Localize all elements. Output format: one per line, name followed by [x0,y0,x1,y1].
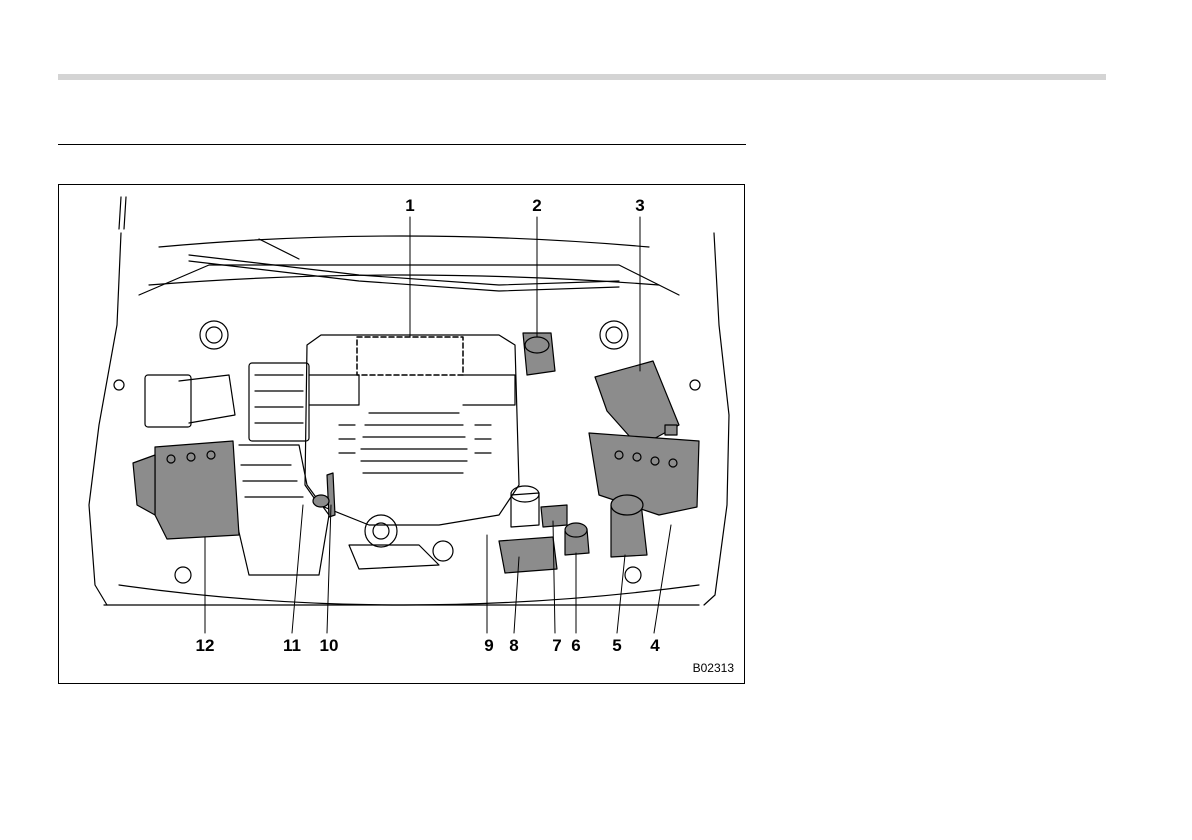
callout-2: 2 [532,197,541,215]
callout-11: 11 [283,637,301,655]
engine-illustration [59,185,745,684]
section-rule [58,144,746,145]
strut-tower-right [600,321,628,349]
callout-12: 12 [196,637,215,655]
callout-3: 3 [635,197,644,215]
left-components [145,363,309,441]
brake-fluid-reservoir [523,333,555,375]
brake-reservoir-lower [499,537,557,573]
callout-6: 6 [571,637,580,655]
power-steering-cap [541,505,567,527]
intake-duct [235,445,329,575]
figure-code: B02313 [693,661,734,675]
oil-filter [511,486,539,527]
callout-5: 5 [612,637,621,655]
engine-compartment-figure: 1 2 3 12 11 10 9 8 7 6 5 4 B02313 [58,184,745,684]
right-battery-tray [589,433,699,515]
callout-9: 9 [484,637,493,655]
oil-filler-cap [313,495,329,507]
callout-4: 4 [650,637,659,655]
coolant-reservoir [565,523,589,555]
callout-1: 1 [405,197,414,215]
header-rule [58,74,1106,80]
strut-tower-left [200,321,228,349]
battery [133,441,239,539]
washer-fluid-tank [611,495,647,557]
callout-7: 7 [552,637,561,655]
callout-8: 8 [509,637,518,655]
callout-10: 10 [320,637,339,655]
engine-cover [305,335,519,525]
